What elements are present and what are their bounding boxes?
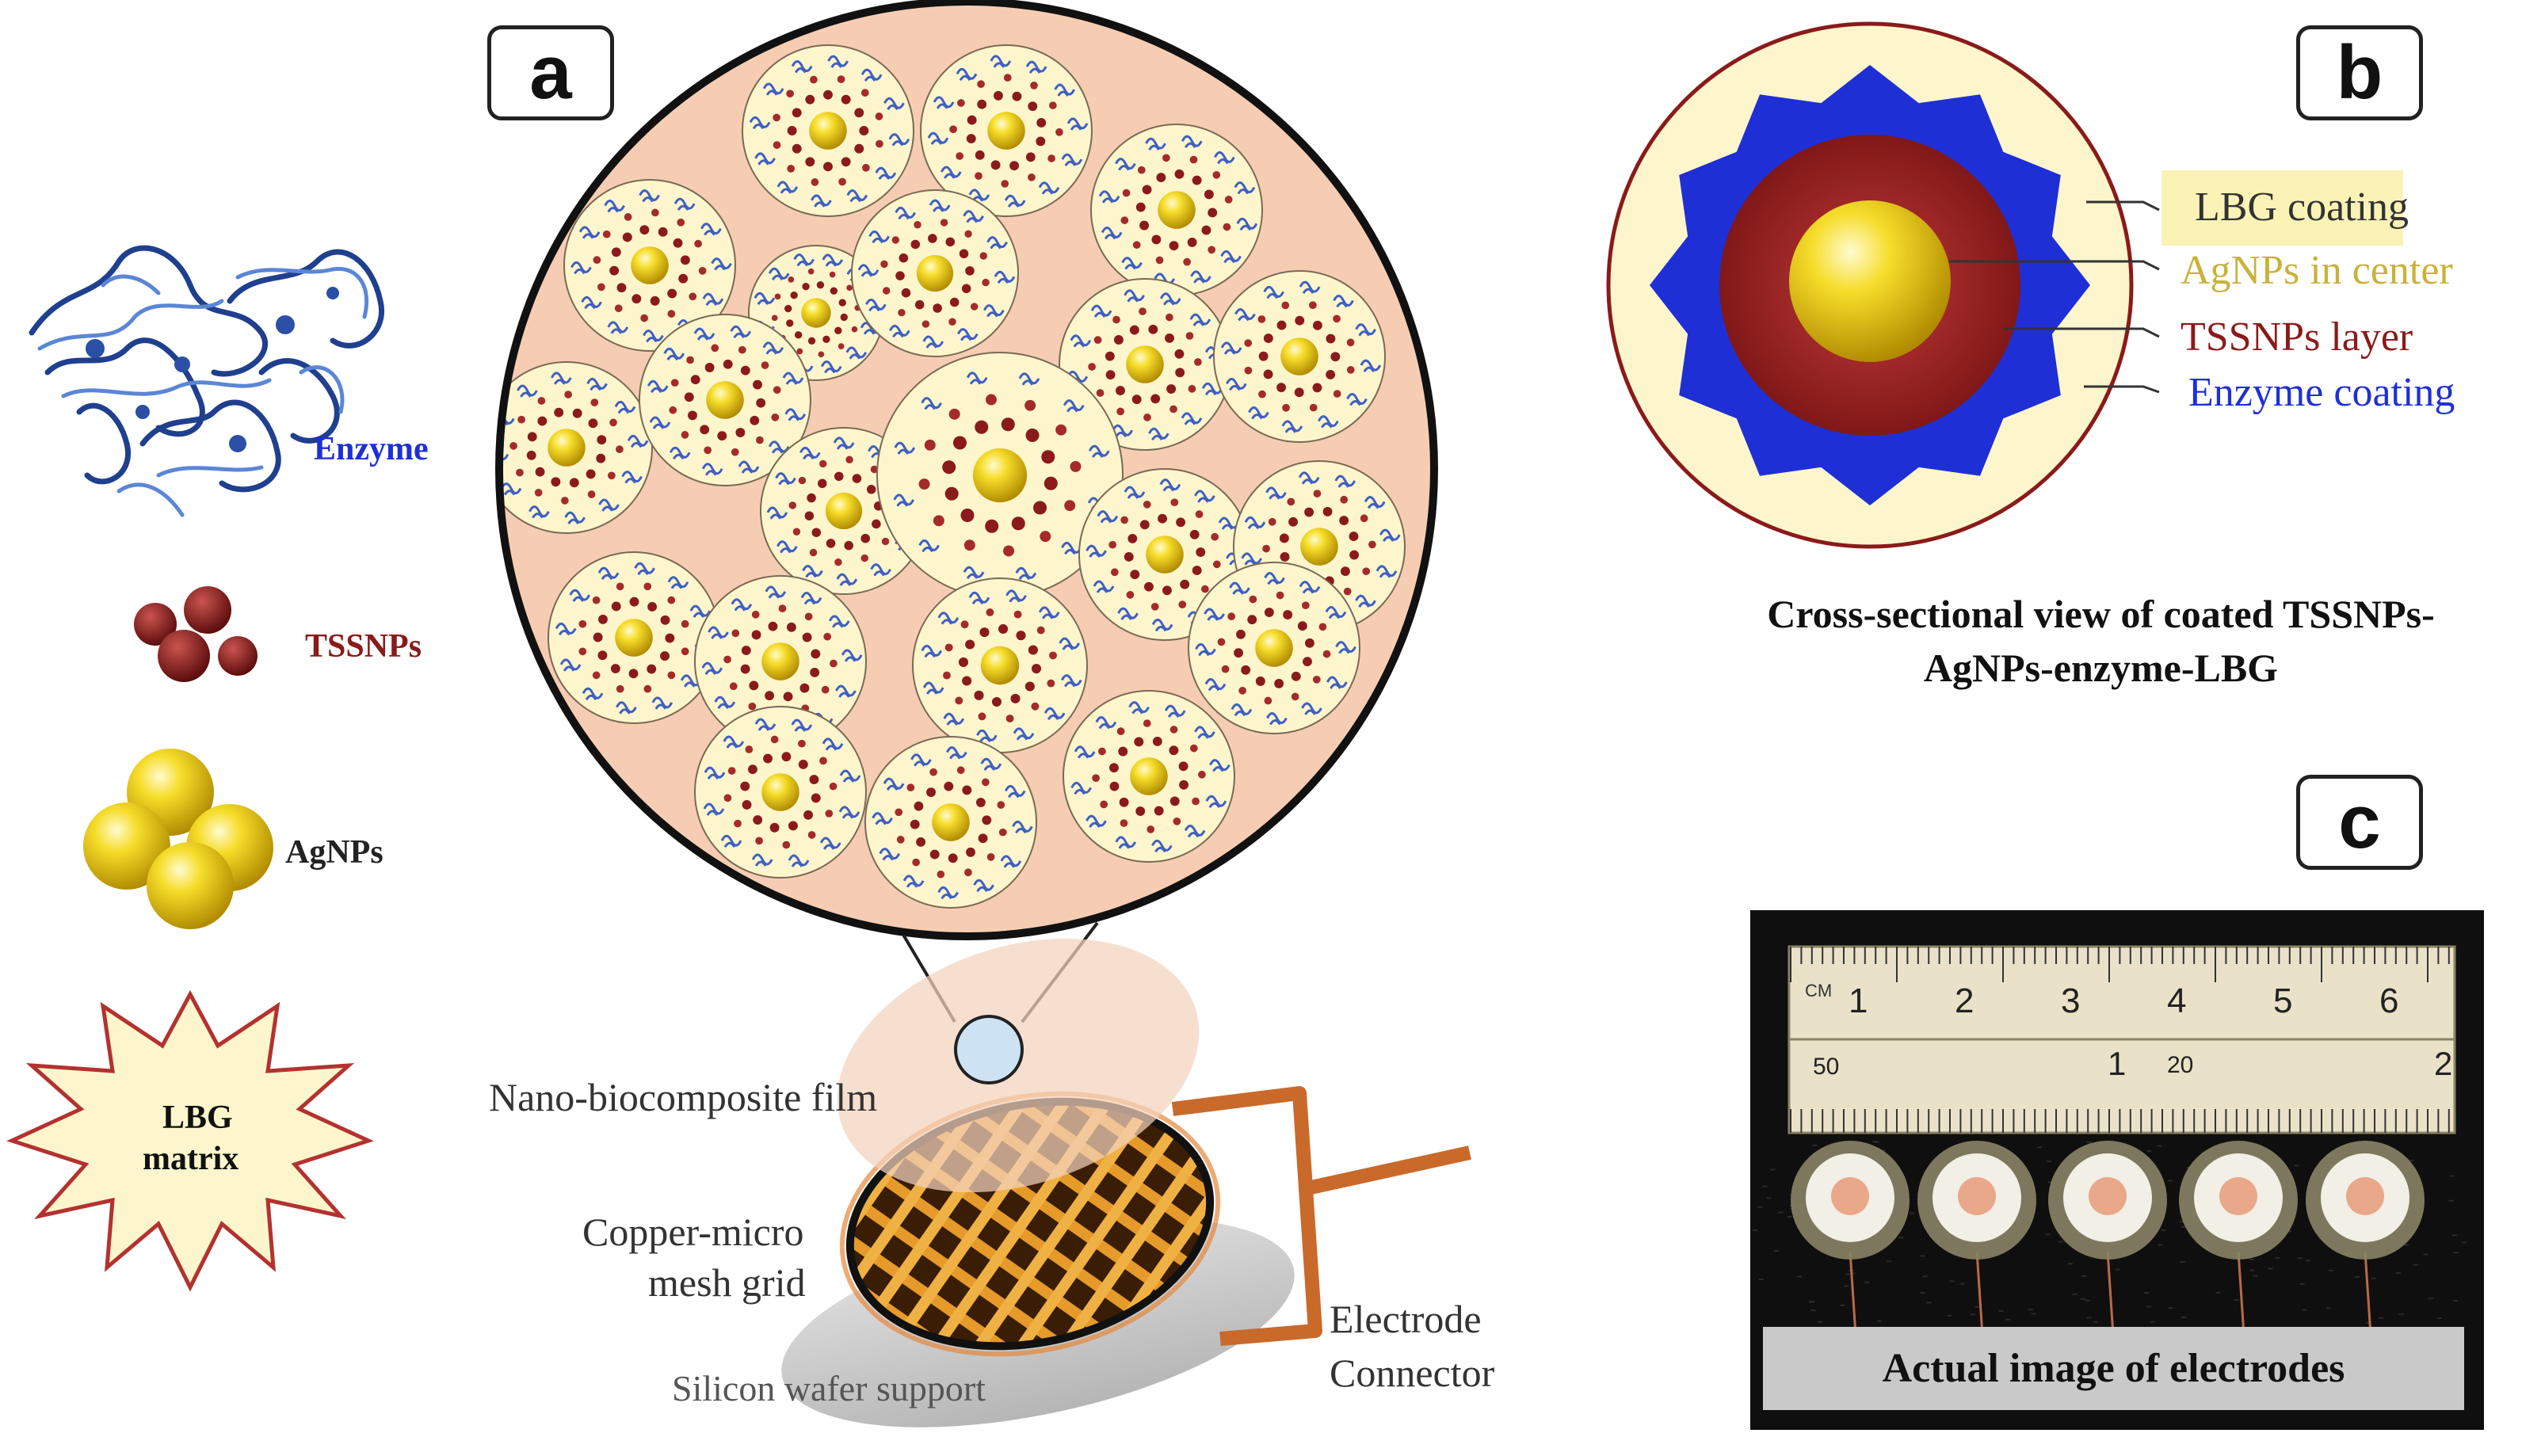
nano-unit xyxy=(876,352,1124,599)
lbg-legend-label-line2: matrix xyxy=(143,1141,239,1177)
tssnps-legend-label: TSSNPs xyxy=(305,628,422,665)
tssnps-legend-icon xyxy=(134,586,258,682)
nano-unit xyxy=(1090,124,1263,296)
ruler-number: 6 xyxy=(2379,981,2399,1020)
electrode xyxy=(1791,1141,1910,1347)
film-label: Nano-biocomposite film xyxy=(489,1075,878,1119)
lbg-matrix-legend-icon xyxy=(6,989,374,1292)
nano-unit xyxy=(639,314,811,486)
electrode xyxy=(1917,1141,2036,1347)
lbg-coating-label: LBG coating xyxy=(2195,185,2409,230)
nano-unit xyxy=(851,189,1019,357)
ruler-number: 4 xyxy=(2167,981,2187,1020)
nano-unit xyxy=(742,44,914,217)
ruler-bottom-right: 20 xyxy=(2167,1052,2194,1078)
panel-b-label: b xyxy=(2296,25,2423,120)
cross-section-caption-line1: Cross-sectional view of coated TSSNPs- xyxy=(1767,592,2435,636)
ruler-number: 2 xyxy=(1955,981,1974,1020)
nano-unit xyxy=(563,179,736,352)
connector-label-line2: Connector xyxy=(1330,1351,1495,1395)
electrode xyxy=(2306,1141,2425,1347)
cross-section-caption-line2: AgNPs-enzyme-LBG xyxy=(1923,645,2279,690)
ruler-bottom-end: 2 xyxy=(2434,1045,2453,1082)
electrode xyxy=(2179,1141,2298,1347)
panel-a-label: a xyxy=(487,25,614,120)
lbg-legend-label-line1: LBG xyxy=(162,1100,233,1136)
electrodes-caption: Actual image of electrodes xyxy=(1882,1346,2345,1391)
enzyme-legend-icon xyxy=(29,245,384,517)
nano-unit xyxy=(912,577,1088,753)
nano-unit xyxy=(694,706,867,879)
ruler-bottom-mid: 1 xyxy=(2108,1045,2127,1082)
nano-unit xyxy=(548,551,720,724)
agnps-center-label: AgNPs in center xyxy=(2181,248,2453,293)
nano-unit xyxy=(694,575,867,748)
tssnps-layer-label: TSSNPs layer xyxy=(2181,314,2413,360)
zoom-spot xyxy=(954,1015,1024,1084)
electrode-connector xyxy=(1171,1086,1471,1346)
enzyme-coating-label: Enzyme coating xyxy=(2188,370,2455,415)
cross-section-diagram xyxy=(1606,21,2403,549)
ruler-unit: CM xyxy=(1805,981,1833,1001)
mesh-label-line1: Copper-micro xyxy=(582,1210,804,1254)
ruler-number: 1 xyxy=(1849,981,1868,1020)
agnps-legend-label: AgNPs xyxy=(285,834,383,871)
agnps-core xyxy=(1789,200,1951,362)
nano-unit xyxy=(1188,562,1360,734)
connector-label-line1: Electrode xyxy=(1330,1297,1482,1341)
ruler-number: 3 xyxy=(2061,981,2081,1020)
nano-unit xyxy=(1063,690,1235,863)
wafer-label: Silicon wafer support xyxy=(672,1368,986,1408)
enzyme-legend-label: Enzyme xyxy=(314,431,429,467)
ruler-bottom-left: 50 xyxy=(1813,1054,1840,1080)
ruler-number: 5 xyxy=(2273,981,2293,1020)
agnps-legend-icon xyxy=(83,749,273,929)
nano-unit xyxy=(1213,270,1386,443)
nano-unit xyxy=(920,44,1093,217)
magnified-film-view xyxy=(495,0,1438,940)
electrodes-photo-art xyxy=(1750,910,2484,1430)
cross-section-caption: Cross-sectional view of coated TSSNPs- A… xyxy=(1680,588,2522,695)
nano-unit xyxy=(499,361,653,534)
electrode xyxy=(2048,1141,2167,1347)
panel-c-label: c xyxy=(2296,775,2423,870)
nano-unit xyxy=(864,736,1037,909)
mesh-label-line2: mesh grid xyxy=(648,1260,806,1305)
